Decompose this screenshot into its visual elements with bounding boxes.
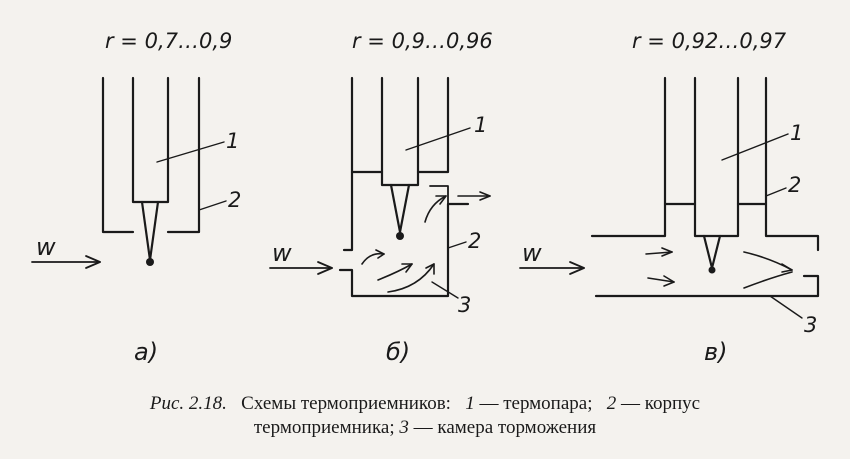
scheme-a bbox=[31, 76, 227, 269]
thermocouple-a bbox=[131, 76, 170, 204]
housing-v bbox=[663, 76, 697, 206]
caption-t2: — корпус bbox=[621, 393, 701, 414]
scheme-b bbox=[269, 76, 491, 299]
caption-n2: 2 bbox=[606, 393, 617, 414]
caption-n1: 1 bbox=[465, 393, 475, 414]
letter-b: б) bbox=[386, 338, 410, 366]
scheme-v bbox=[519, 76, 820, 319]
housing-a bbox=[101, 76, 201, 234]
w-label-v: w bbox=[522, 239, 542, 267]
caption-t2b: термоприемника; bbox=[253, 417, 395, 438]
figure-caption: Рис. 2.18. Схемы термоприемников: 1 — те… bbox=[0, 392, 850, 440]
label-1-a: 1 bbox=[226, 129, 239, 153]
thermoreceiver-diagram: r = 0,7…0,9 r = 0,9…0,96 r = 0,92…0,97 1… bbox=[31, 29, 820, 366]
caption-prefix: Рис. 2.18. bbox=[149, 393, 227, 414]
thermocouple-b bbox=[380, 76, 420, 187]
caption-title: Схемы термоприемников: bbox=[241, 393, 451, 414]
thermocouple-tip-a bbox=[140, 200, 160, 262]
thermocouple-tip-b bbox=[389, 183, 411, 234]
label-2-v: 2 bbox=[788, 173, 801, 197]
thermocouple-v bbox=[693, 76, 740, 238]
label-3-b: 3 bbox=[458, 293, 471, 317]
r-label-b: r = 0,9…0,96 bbox=[352, 29, 493, 53]
r-label-v: r = 0,92…0,97 bbox=[632, 29, 787, 53]
caption-n3: 3 bbox=[399, 417, 409, 438]
caption-t1: — термопара; bbox=[479, 393, 593, 414]
r-label-a: r = 0,7…0,9 bbox=[105, 29, 232, 53]
label-3-v: 3 bbox=[804, 313, 817, 337]
label-2-a: 2 bbox=[228, 188, 241, 212]
w-label-b: w bbox=[272, 239, 292, 267]
letter-v: в) bbox=[704, 338, 728, 366]
housing-b bbox=[342, 76, 354, 252]
braking-chamber-b bbox=[338, 202, 470, 298]
thermocouple-tip-v bbox=[702, 234, 722, 270]
braking-chamber-v bbox=[590, 202, 667, 238]
label-2-b: 2 bbox=[468, 229, 481, 253]
w-label-a: w bbox=[36, 233, 56, 261]
label-1-v: 1 bbox=[790, 121, 803, 145]
caption-t3: — камера торможения bbox=[413, 417, 597, 438]
label-1-b: 1 bbox=[474, 113, 487, 137]
letter-a: а) bbox=[134, 338, 158, 366]
